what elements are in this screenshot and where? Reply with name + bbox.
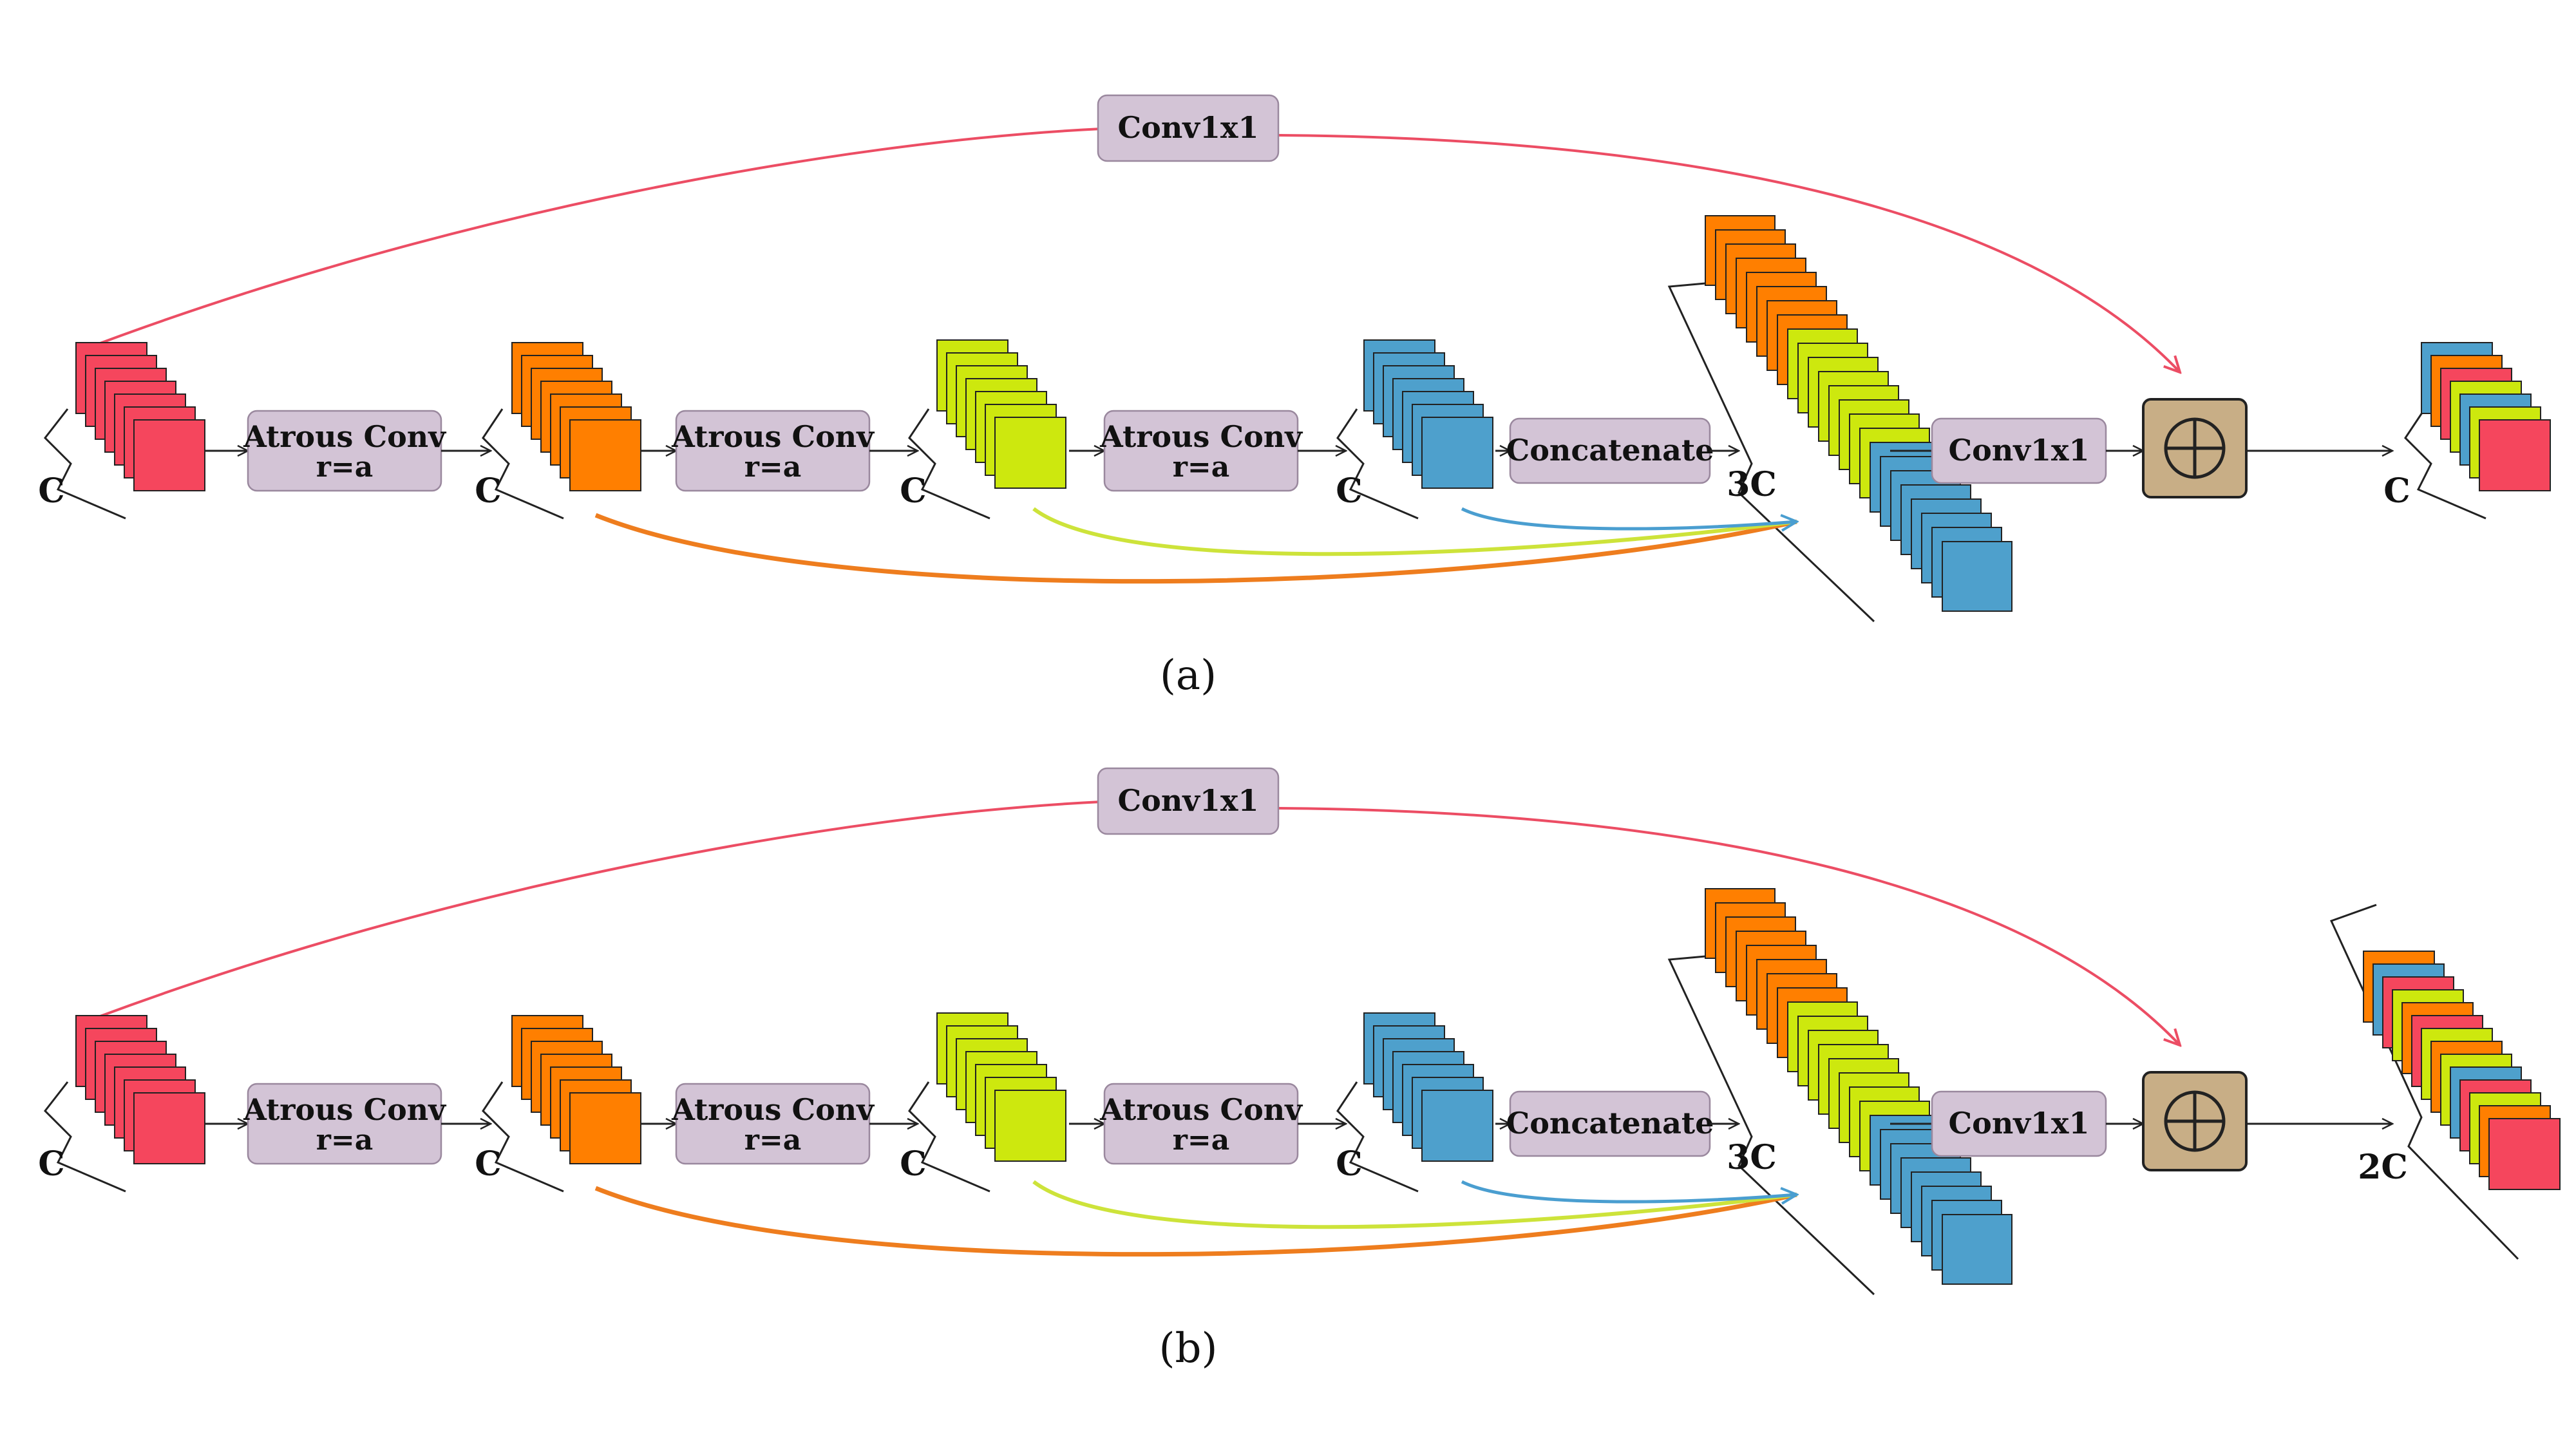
feature-map-layer	[994, 417, 1066, 489]
atrous-conv-2-box-label: Atrous Conv	[671, 1092, 875, 1127]
branch-1-curve	[594, 1186, 1797, 1257]
skip-conv-box-frame	[1097, 94, 1280, 162]
atrous-conv-2-box-label: Atrous Conv	[671, 419, 875, 454]
channel-brace	[1667, 282, 1875, 623]
channel-brace	[908, 408, 990, 520]
channel-brace	[2404, 408, 2486, 520]
feature-2-channels-label: C	[900, 1144, 926, 1184]
panel-caption: (b)	[1159, 1325, 1218, 1372]
atrous-conv-1-box-param: r=a	[316, 1124, 374, 1157]
feature-1-stack	[511, 1015, 641, 1164]
atrous-conv-2-box-param: r=a	[744, 451, 802, 484]
channel-brace	[2329, 904, 2519, 1260]
atrous-conv-2-box-param: r=a	[744, 1124, 802, 1157]
concatenated-channels-label: 3C	[1727, 465, 1777, 504]
feature-map-layer	[1421, 1090, 1493, 1162]
skip-conv-box-frame	[1097, 767, 1280, 835]
feature-map-layer	[1942, 541, 2012, 612]
feature-2-stack	[936, 339, 1066, 489]
channel-brace	[44, 408, 126, 520]
circle-plus-icon	[2142, 1071, 2248, 1171]
output-conv-box-label: Conv1x1	[1949, 433, 2090, 468]
feature-3-channels-label: C	[1336, 1144, 1362, 1184]
circle-plus-icon	[2142, 398, 2248, 498]
feature-map-layer	[133, 419, 205, 491]
channel-brace	[908, 1081, 990, 1193]
channel-brace	[44, 1081, 126, 1193]
channel-brace	[482, 408, 564, 520]
branch-3-curve	[1461, 507, 1797, 529]
channel-brace	[1667, 955, 1875, 1296]
input-feature-stack	[75, 1015, 205, 1164]
input-feature-stack	[75, 342, 205, 491]
input-channels-label: C	[38, 471, 64, 511]
branch-2-curve	[1032, 507, 1797, 556]
feature-map-layer	[1942, 1214, 2012, 1285]
input-channels-label: C	[38, 1144, 64, 1184]
skip-conv-box-label: Conv1x1	[1118, 110, 1259, 145]
skip-connection-arrow	[1278, 807, 2180, 1045]
feature-map-layer	[133, 1092, 205, 1164]
output-channels-label: 2C	[2358, 1148, 2408, 1187]
channel-brace	[482, 1081, 564, 1193]
panel-caption: (a)	[1160, 652, 1217, 699]
channel-brace	[1336, 408, 1419, 520]
feature-map-layer	[569, 419, 641, 491]
feature-3-stack	[1363, 1012, 1493, 1162]
output-feature-stack	[2363, 951, 2561, 1190]
branch-2-curve	[1032, 1180, 1797, 1229]
feature-map-layer	[569, 1092, 641, 1164]
skip-conv-box: Conv1x1	[1097, 94, 1280, 162]
skip-connection-line	[96, 128, 1102, 346]
atrous-conv-1-box-param: r=a	[316, 451, 374, 484]
branch-1-curve	[594, 513, 1797, 584]
feature-3-stack	[1363, 339, 1493, 489]
concatenate-box-label: Concatenate	[1506, 433, 1714, 468]
atrous-conv-3-box-param: r=a	[1173, 451, 1230, 484]
feature-map-layer	[994, 1090, 1066, 1162]
output-conv-box: Conv1x1	[1931, 1090, 2107, 1157]
channel-brace	[1336, 1081, 1419, 1193]
output-conv-box-label: Conv1x1	[1949, 1106, 2090, 1141]
concatenated-feature-stack	[1705, 888, 2012, 1285]
feature-1-channels-label: C	[475, 1144, 501, 1184]
feature-2-stack	[936, 1012, 1066, 1162]
feature-2-channels-label: C	[900, 471, 926, 511]
skip-connection-arrow	[1278, 134, 2180, 372]
skip-connection-line	[96, 800, 1102, 1019]
output-feature-stack	[2421, 342, 2551, 491]
atrous-conv-3-box-label: Atrous Conv	[1099, 419, 1303, 454]
concatenated-feature-stack	[1705, 215, 2012, 612]
feature-3-channels-label: C	[1336, 471, 1362, 511]
concatenate-box: Concatenate	[1506, 1090, 1714, 1157]
feature-1-channels-label: C	[475, 471, 501, 511]
concatenate-box: Concatenate	[1506, 417, 1714, 484]
atrous-conv-1-box-label: Atrous Conv	[243, 419, 446, 454]
feature-map-layer	[2488, 1118, 2561, 1190]
feature-map-layer	[2479, 419, 2551, 491]
atrous-conv-1-box-label: Atrous Conv	[243, 1092, 446, 1127]
atrous-conv-3-box-label: Atrous Conv	[1099, 1092, 1303, 1127]
concatenate-box-label: Concatenate	[1506, 1106, 1714, 1141]
skip-conv-box: Conv1x1	[1097, 767, 1280, 835]
atrous-conv-3-box-param: r=a	[1173, 1124, 1230, 1157]
branch-3-curve	[1461, 1180, 1797, 1202]
output-conv-box: Conv1x1	[1931, 417, 2107, 484]
concatenated-channels-label: 3C	[1727, 1138, 1777, 1177]
feature-1-stack	[511, 342, 641, 491]
feature-map-layer	[1421, 417, 1493, 489]
output-channels-label: C	[2383, 471, 2410, 511]
skip-conv-box-label: Conv1x1	[1118, 783, 1259, 818]
